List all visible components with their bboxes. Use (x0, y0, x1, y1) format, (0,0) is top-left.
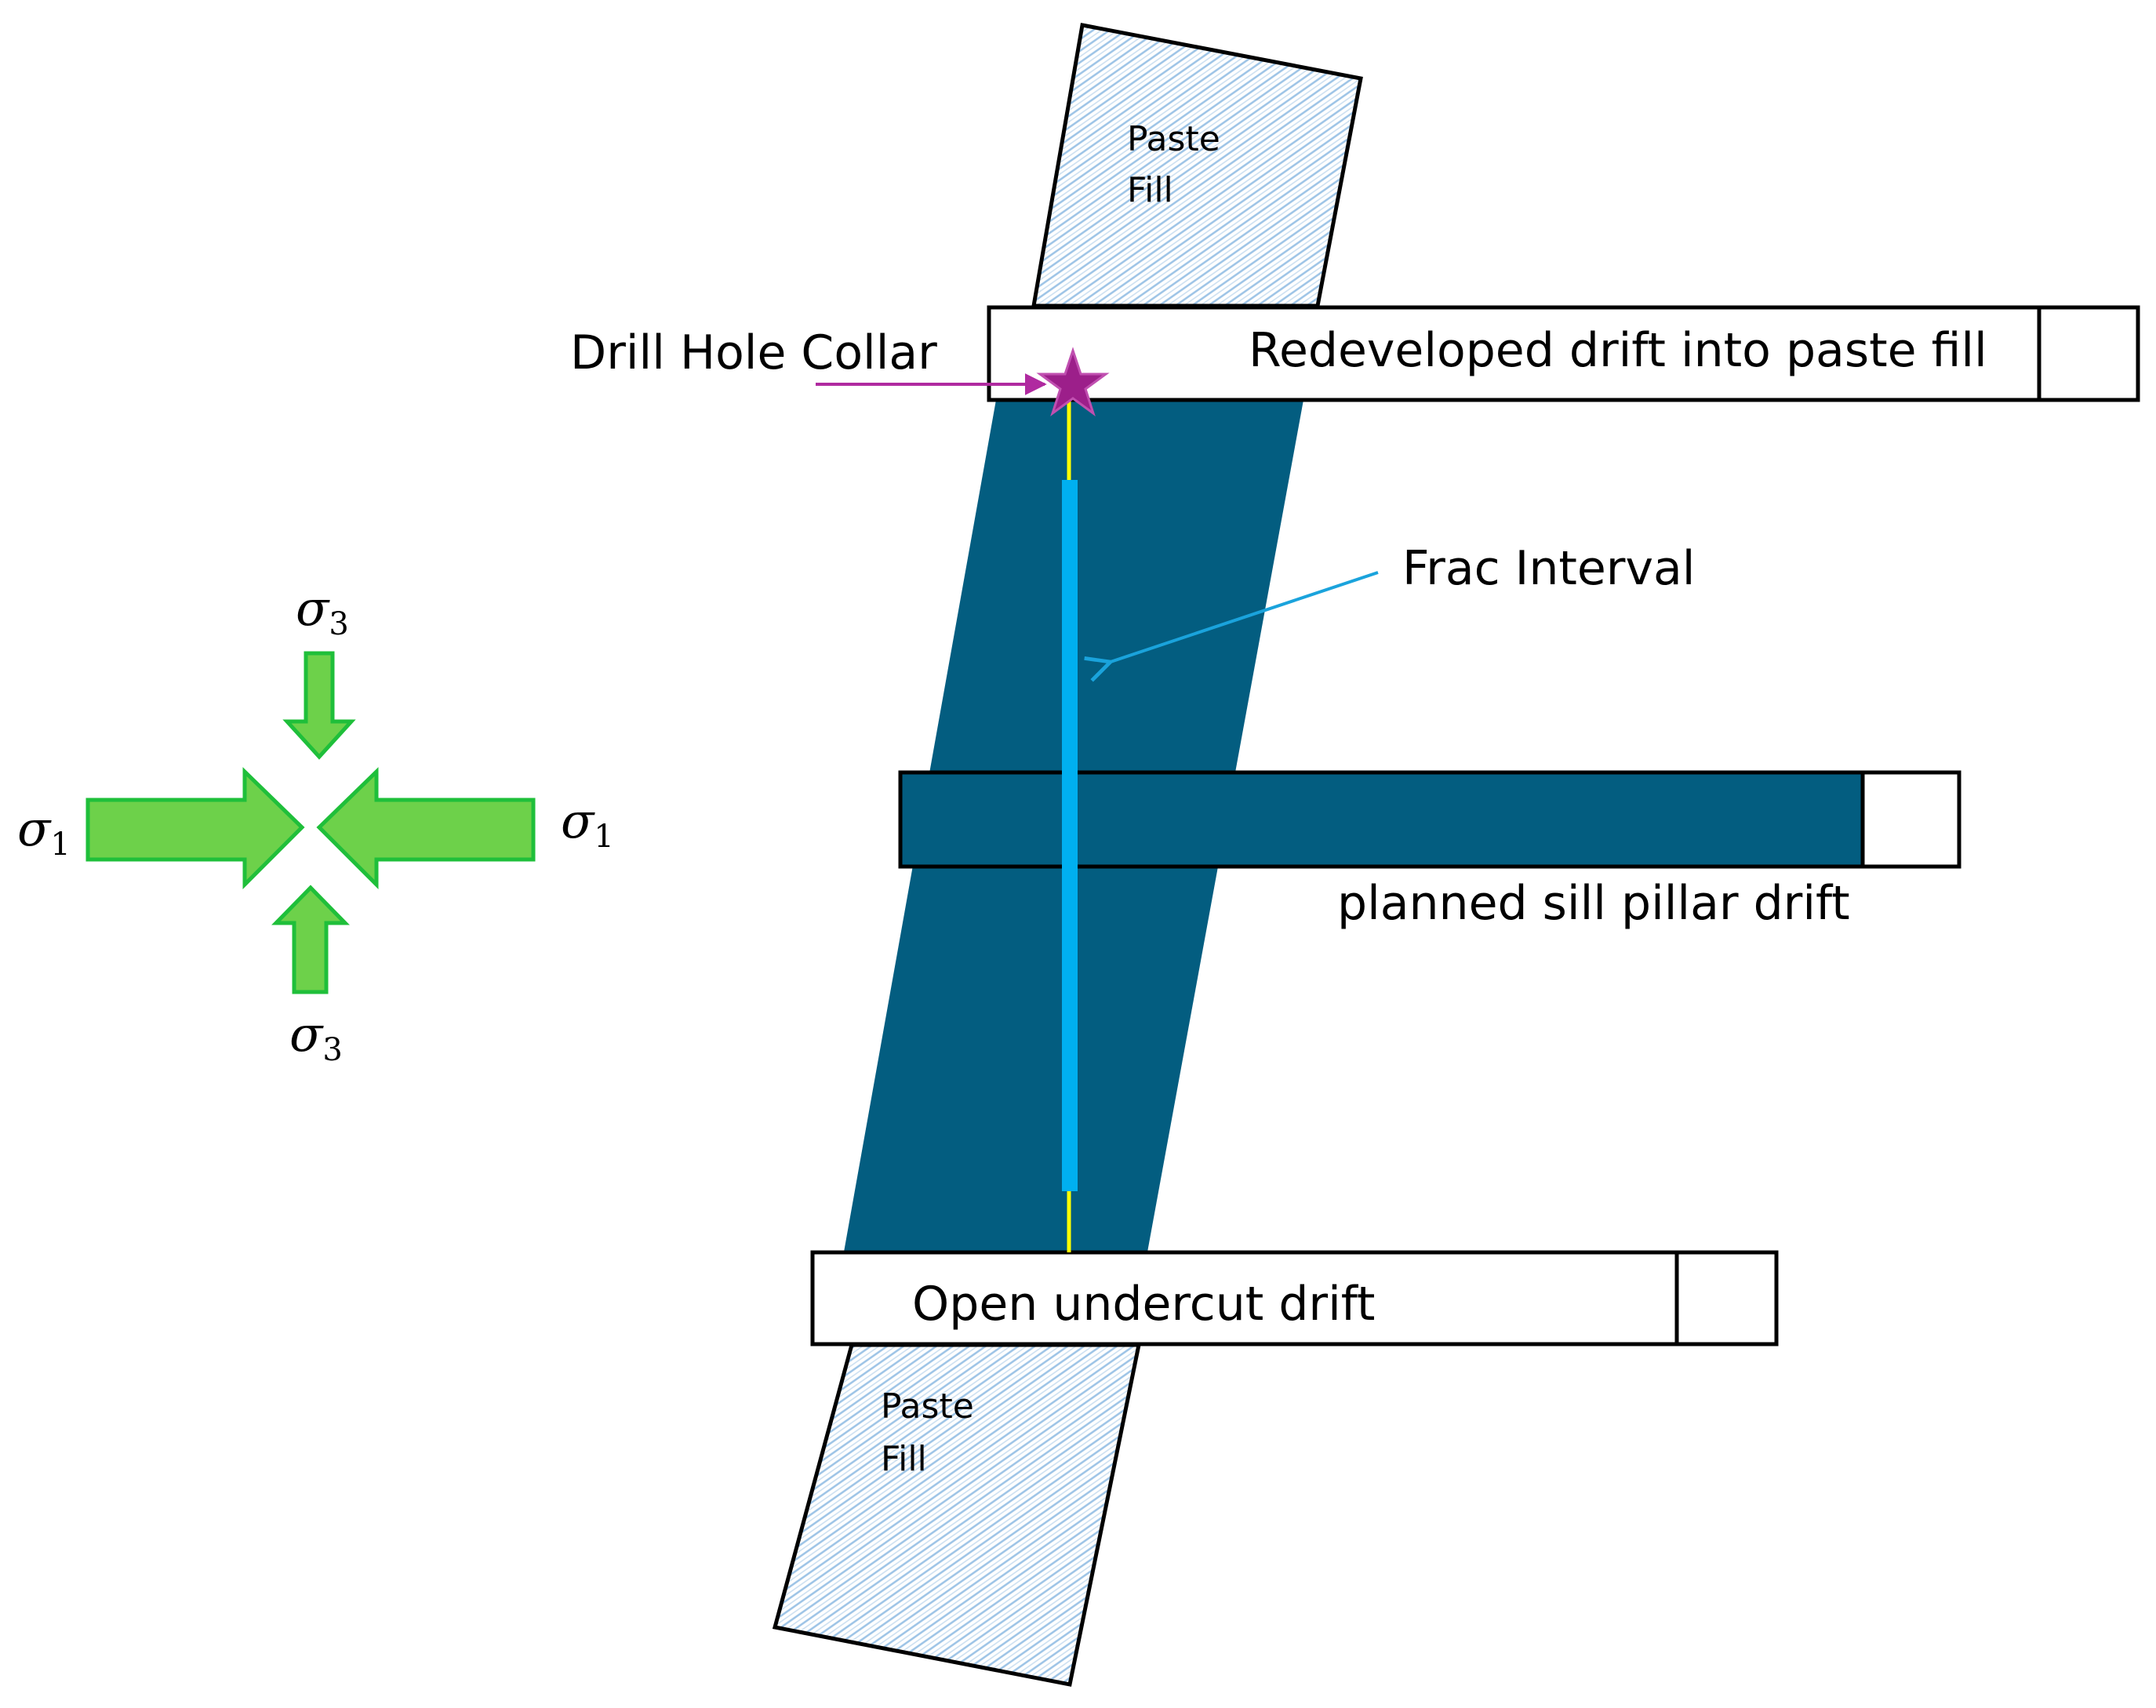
sigma1-right-label: σ1 (561, 792, 614, 855)
open-undercut-drift-label: Open undercut drift (912, 1277, 1375, 1332)
paste-fill-top-label-1: Paste (1127, 119, 1220, 159)
sigma3-bottom-arrow-icon (271, 885, 350, 994)
frac-interval-label: Frac Interval (1402, 541, 1695, 596)
collar-star-icon (1036, 347, 1110, 416)
paste-fill-bottom-label-2: Fill (881, 1439, 927, 1479)
paste-fill-top-label-2: Fill (1127, 170, 1173, 210)
frac-leader-arrow (1108, 571, 1379, 663)
frac-interval-bar (1062, 480, 1078, 1191)
paste-fill-top (1031, 23, 1363, 308)
sigma1-left-arrow-icon (85, 767, 305, 890)
redeveloped-drift (987, 305, 2140, 402)
sigma3-bottom-label: σ3 (289, 1005, 343, 1068)
open-undercut-drift (810, 1250, 1779, 1346)
sigma1-right-arrow-icon (316, 767, 536, 890)
sill-pillar-drift (898, 770, 1961, 869)
sigma3-top-label: σ3 (296, 580, 349, 642)
drill-hole-collar-label: Drill Hole Collar (570, 325, 937, 380)
stress-arrows (85, 651, 536, 994)
sigma3-top-arrow-icon (282, 651, 356, 760)
redeveloped-drift-label: Redeveloped drift into paste fill (1249, 323, 1987, 378)
sill-pillar-drift-label: planned sill pillar drift (1337, 876, 1850, 931)
paste-fill-bottom-label-1: Paste (881, 1386, 974, 1426)
sigma1-left-label: σ1 (17, 800, 71, 863)
